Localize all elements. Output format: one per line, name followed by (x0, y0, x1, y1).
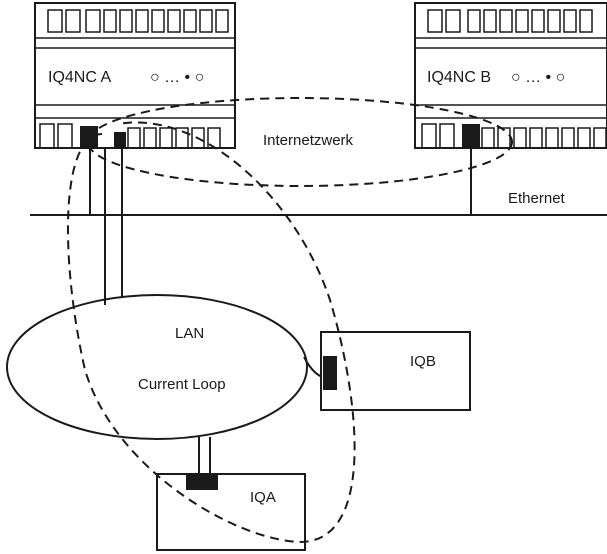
controller-a: IQ4NC A ○ … • ○ (34, 2, 236, 149)
controller-b-status-indicator: ○ … • ○ (511, 69, 565, 86)
iqb-label: IQB (410, 353, 436, 370)
controller-b-label: IQ4NC B (427, 69, 491, 86)
ethernet-label: Ethernet (508, 190, 566, 207)
internetwork-boundary (87, 97, 513, 187)
controller-b-ethernet-port (462, 124, 480, 148)
lan-label: LAN (175, 325, 204, 342)
iqb-device (320, 331, 471, 411)
controller-a-label: IQ4NC A (48, 69, 111, 86)
iqa-label: IQA (250, 489, 276, 506)
controller-a-top-terminals (47, 9, 229, 33)
internetwork-label: Internetzwerk (263, 132, 354, 149)
iqa-device (156, 473, 306, 551)
controller-a-status-indicator: ○ … • ○ (150, 69, 204, 86)
internetwork-path (67, 121, 356, 544)
iqb-port (323, 356, 337, 390)
lan-wires (104, 148, 329, 474)
controller-a-lan-port (114, 132, 126, 148)
controller-b-bottom-terminals (421, 123, 607, 149)
controller-b-top-terminals (427, 9, 593, 33)
ethernet-bus (30, 148, 607, 216)
controller-b: IQ4NC B ○ … • ○ (414, 2, 607, 149)
current-loop-label: Current Loop (138, 376, 226, 393)
iqa-port (186, 474, 218, 490)
lan-loop (6, 294, 308, 440)
